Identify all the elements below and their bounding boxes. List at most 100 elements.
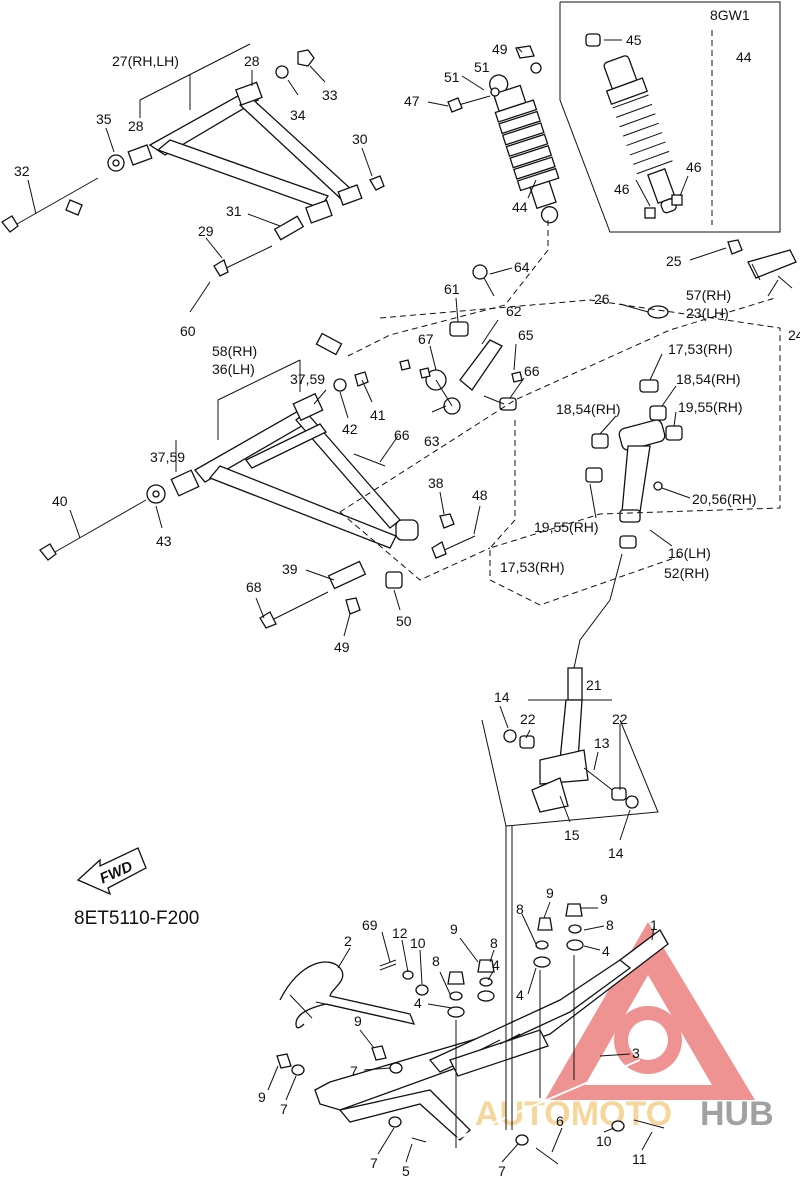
callout-52-rh: 52(RH) (664, 565, 709, 581)
callout-10: 10 (410, 935, 426, 951)
callout-18-54-rh: 18,54(RH) (676, 371, 741, 387)
callout-9: 9 (546, 885, 554, 901)
callout-64: 64 (514, 259, 530, 275)
callout-6: 6 (556, 1113, 564, 1129)
ski-spindle (503, 667, 639, 813)
callout-8: 8 (606, 917, 614, 933)
callout-7: 7 (370, 1155, 378, 1171)
callout-58-rh: 58(RH) (212, 343, 257, 359)
callout-17-53-rh: 17,53(RH) (668, 341, 733, 357)
callout-66: 66 (524, 363, 540, 379)
callout-24: 24 (788, 327, 800, 343)
callout-42: 42 (342, 421, 358, 437)
callout-46: 46 (686, 159, 702, 175)
callout-4: 4 (516, 987, 524, 1003)
callout-18-54-rh: 18,54(RH) (556, 401, 621, 417)
callout-15: 15 (564, 827, 580, 843)
callout-65: 65 (518, 327, 534, 343)
callout-14: 14 (494, 689, 510, 705)
callout-33: 33 (322, 87, 338, 103)
callout-8: 8 (490, 935, 498, 951)
lower-a-arm (39, 371, 476, 629)
callout-8: 8 (516, 901, 524, 917)
callout-10: 10 (596, 1133, 612, 1149)
callout-51: 51 (444, 69, 460, 85)
callout-57: 57(RH) (686, 287, 731, 303)
callout-7: 7 (498, 1163, 506, 1178)
callout-68: 68 (246, 579, 262, 595)
callout-14: 14 (608, 845, 624, 861)
callout-13: 13 (594, 735, 610, 751)
callout-3: 3 (632, 1045, 640, 1061)
callout-25: 25 (666, 253, 682, 269)
callout-62: 62 (506, 303, 522, 319)
callout-46: 46 (614, 181, 630, 197)
callout-31: 31 (226, 203, 242, 219)
callout-38: 38 (428, 475, 444, 491)
inset-label: 8GW1 (710, 7, 750, 23)
callout-67: 67 (418, 331, 434, 347)
ski-hardware (276, 903, 625, 1146)
callout-20-56-rh: 20,56(RH) (692, 491, 757, 507)
callout-9: 9 (450, 921, 458, 937)
callout-labels: 27(RH,LH) 28 33 34 35 28 30 32 31 29 60 … (14, 32, 800, 1178)
callout-40: 40 (52, 493, 68, 509)
callout-44: 44 (736, 49, 752, 65)
callout-66: 66 (394, 427, 410, 443)
callout-26: 26 (594, 291, 610, 307)
callout-8: 8 (432, 953, 440, 969)
callout-7: 7 (350, 1063, 358, 1079)
callout-49: 49 (334, 639, 350, 655)
callout-9: 9 (600, 891, 608, 907)
callout-34: 34 (290, 107, 306, 123)
callout-32: 32 (14, 163, 30, 179)
callout-60: 60 (180, 323, 196, 339)
callout-1: 1 (650, 917, 658, 933)
upper-a-arm (1, 49, 385, 277)
watermark-text-b: HUB (700, 1095, 774, 1133)
callout-11: 11 (632, 1151, 647, 1167)
callout-51: 51 (474, 59, 490, 75)
callout-19-55-rh: 19,55(RH) (678, 399, 743, 415)
watermark: AUTOMOTO HUB (475, 922, 774, 1133)
callout-5: 5 (402, 1163, 410, 1178)
watermark-text-a: AUTOMOTO (475, 1095, 672, 1133)
callout-35: 35 (96, 111, 112, 127)
callout-41: 41 (370, 407, 386, 423)
callout-63: 63 (424, 433, 440, 449)
callout-61: 61 (444, 281, 460, 297)
callout-45: 45 (626, 32, 642, 48)
callout-29: 29 (198, 223, 214, 239)
callout-19-55-rh: 19,55(RH) (534, 519, 599, 535)
callout-69: 69 (362, 917, 378, 933)
shock-absorber (489, 74, 560, 224)
callout-4: 4 (492, 957, 500, 973)
callout-12: 12 (392, 925, 408, 941)
callout-37-59: 37,59 (150, 449, 185, 465)
callout-17-53-rh: 17,53(RH) (500, 559, 565, 575)
callout-39: 39 (282, 561, 298, 577)
diagram-code: 8ET5110-F200 (74, 908, 199, 929)
fwd-arrow: FWD (76, 847, 147, 896)
callout-2: 2 (344, 933, 352, 949)
callout-43: 43 (156, 533, 172, 549)
callout-22: 22 (520, 711, 536, 727)
callout-50: 50 (396, 613, 412, 629)
callout-37-59: 37,59 (290, 371, 325, 387)
tie-rod (65, 199, 343, 356)
callout-44: 44 (512, 199, 528, 215)
callout-21: 21 (586, 677, 602, 693)
ski (279, 929, 669, 1165)
leader-lines (27, 39, 779, 1163)
inset-8gw1: 8GW1 (559, 1, 781, 233)
callout-30: 30 (352, 131, 368, 147)
callout-16-lh: 16(LH) (668, 545, 711, 561)
callout-4: 4 (602, 943, 610, 959)
shock-absorber-alt (603, 55, 677, 214)
callout-36-lh: 36(LH) (212, 361, 255, 377)
callout-28: 28 (244, 53, 260, 69)
callout-28: 28 (128, 118, 144, 134)
callout-4: 4 (414, 995, 422, 1011)
